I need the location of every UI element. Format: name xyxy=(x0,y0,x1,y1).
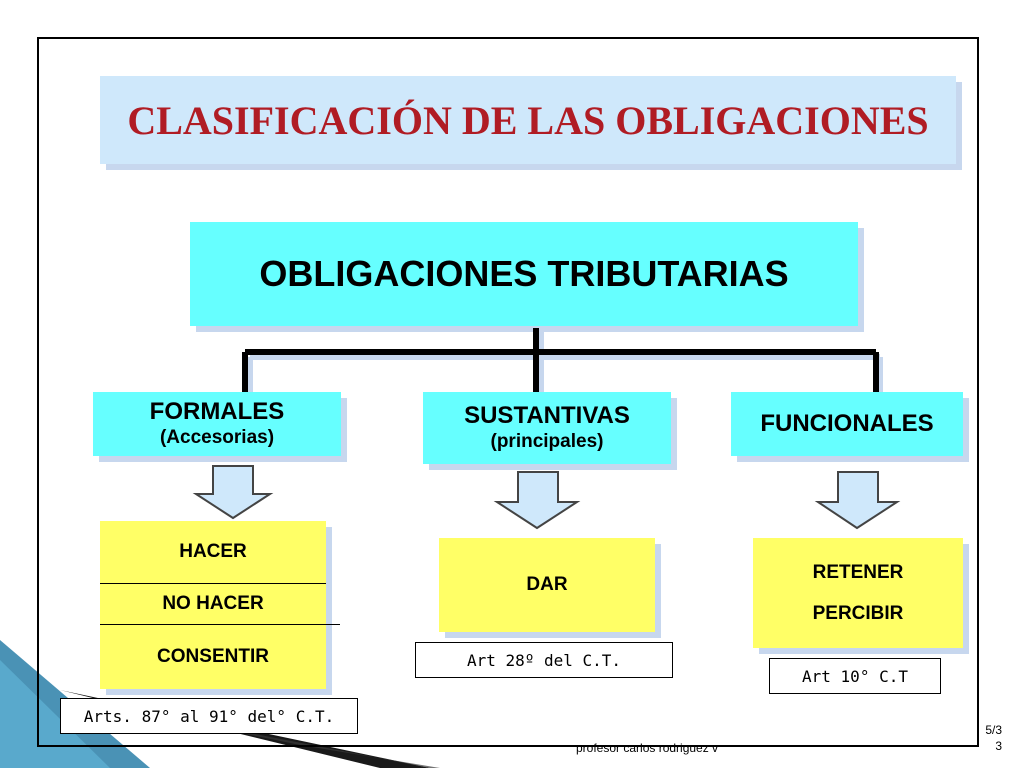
slide-frame xyxy=(37,37,979,747)
sustantivas-items-box: DAR xyxy=(439,538,655,632)
category-sustantivas-sub: (principales) xyxy=(490,431,604,452)
category-funcionales-label: FUNCIONALES xyxy=(760,410,934,437)
footer-page-number: 5/3 3 xyxy=(985,723,1002,753)
category-formales-sub: (Accesorias) xyxy=(159,427,275,448)
item-percibir: PERCIBIR xyxy=(812,602,904,624)
item-hacer: HACER xyxy=(179,541,247,562)
formales-items-box: HACER NO HACER CONSENTIR xyxy=(100,521,340,689)
arrow-down-icon xyxy=(192,465,274,520)
reference-sustantivas: Art 28º del C.T. xyxy=(415,642,673,678)
reference-funcionales: Art 10° C.T xyxy=(769,658,941,694)
title-box: CLASIFICACIÓN DE LAS OBLIGACIONES xyxy=(100,76,956,164)
reference-funcionales-text: Art 10° C.T xyxy=(802,666,908,686)
page-title: CLASIFICACIÓN DE LAS OBLIGACIONES xyxy=(127,97,929,143)
item-retener: RETENER xyxy=(812,561,904,583)
arrow-down-icon xyxy=(493,471,581,530)
category-sustantivas: SUSTANTIVAS (principales) xyxy=(423,392,671,464)
category-funcionales: FUNCIONALES xyxy=(731,392,963,456)
footer-author: profesor carlos rodriguez v xyxy=(576,741,719,755)
main-node-label: OBLIGACIONES TRIBUTARIAS xyxy=(259,253,789,294)
category-formales-label: FORMALES xyxy=(149,398,285,425)
main-node: OBLIGACIONES TRIBUTARIAS xyxy=(190,222,858,326)
category-formales: FORMALES (Accesorias) xyxy=(93,392,341,456)
item-no-hacer: NO HACER xyxy=(162,593,264,614)
item-consentir: CONSENTIR xyxy=(157,646,269,667)
funcionales-items-box: RETENER PERCIBIR xyxy=(753,538,963,648)
reference-formales: Arts. 87° al 91° del° C.T. xyxy=(60,698,358,734)
arrow-down-icon xyxy=(814,471,901,530)
category-sustantivas-label: SUSTANTIVAS xyxy=(464,402,630,429)
item-dar: DAR xyxy=(526,574,568,595)
reference-sustantivas-text: Art 28º del C.T. xyxy=(466,650,622,670)
reference-formales-text: Arts. 87° al 91° del° C.T. xyxy=(83,706,335,726)
